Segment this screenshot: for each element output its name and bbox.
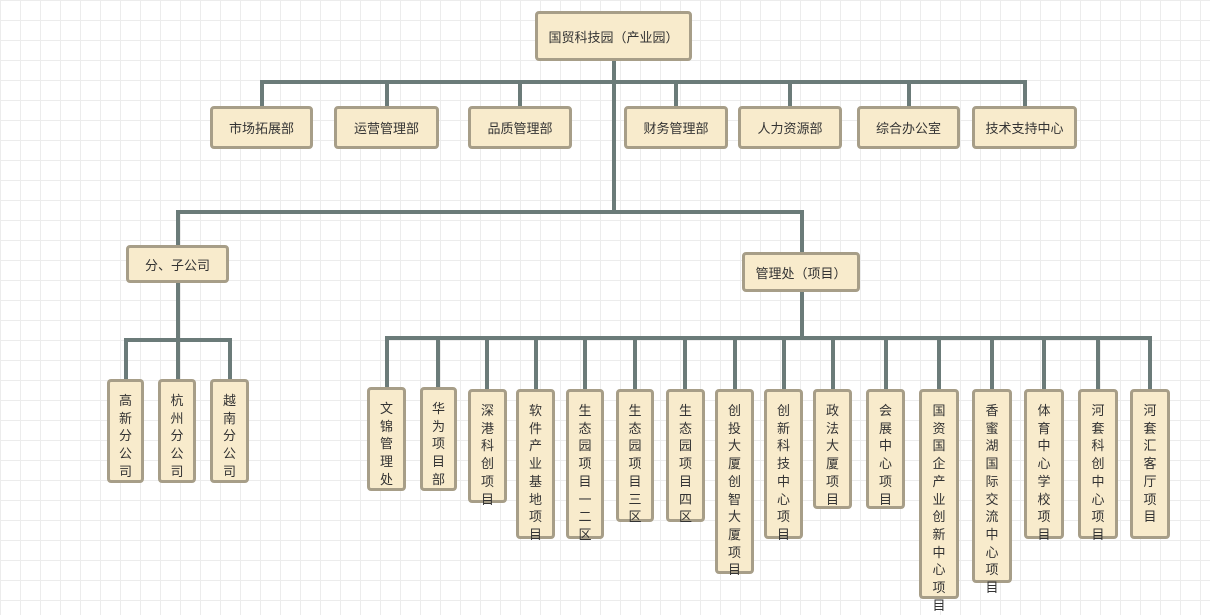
project-node: 体育中心学校项目 [1024, 389, 1064, 543]
branch-node: 杭州分公司 [158, 379, 196, 483]
project-node: 生态园项目四区 [666, 389, 705, 525]
project-node: 生态园项目一二区 [566, 389, 604, 543]
project-node: 文锦管理处 [367, 387, 406, 491]
project-node: 河套科创中心项目 [1078, 389, 1118, 543]
department-node: 综合办公室 [857, 106, 960, 149]
management-group-node: 管理处（项目） [742, 252, 860, 292]
department-node: 市场拓展部 [210, 106, 313, 149]
project-node: 生态园项目三区 [616, 389, 654, 525]
project-node: 政法大厦项目 [813, 389, 852, 509]
project-node: 香蜜湖国际交流中心项目 [972, 389, 1012, 596]
department-node: 运营管理部 [334, 106, 439, 149]
project-node: 会展中心项目 [866, 389, 905, 509]
project-node: 华为项目部 [420, 387, 457, 491]
root-node: 国贸科技园（产业园） [535, 11, 692, 61]
project-node: 国资国企产业创新中心项目 [919, 389, 959, 614]
project-node: 河套汇客厅项目 [1130, 389, 1170, 539]
department-node: 人力资源部 [738, 106, 842, 149]
department-node: 财务管理部 [624, 106, 728, 149]
project-node: 深港科创项目 [468, 389, 507, 508]
department-node: 品质管理部 [468, 106, 572, 149]
branch-node: 越南分公司 [210, 379, 249, 483]
department-node: 技术支持中心 [972, 106, 1077, 149]
branch-node: 高新分公司 [107, 379, 144, 483]
project-node: 创投大厦创智大厦项目 [715, 389, 754, 578]
project-node: 创新科技中心项目 [764, 389, 803, 543]
project-node: 软件产业基地项目 [516, 389, 555, 543]
branch-group-node: 分、子公司 [126, 245, 229, 283]
